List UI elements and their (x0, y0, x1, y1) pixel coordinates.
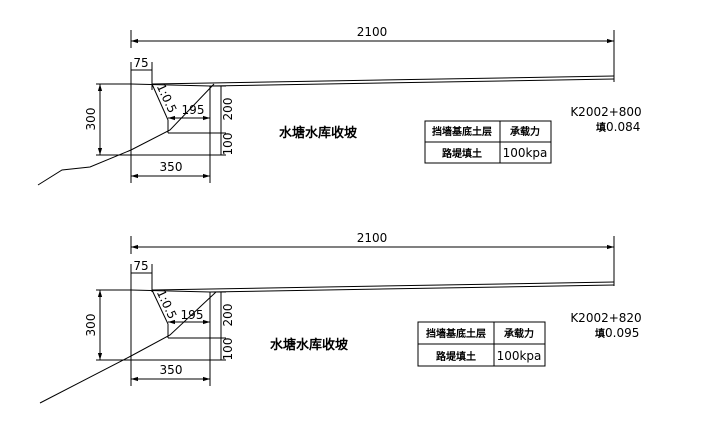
dim-top-label: 2100 (357, 231, 388, 245)
station-label: K2002+820 (570, 311, 641, 325)
ground-line (37, 83, 215, 186)
dimension-right: 200 100 (210, 291, 235, 361)
dimension-350: 350 (130, 360, 211, 386)
dimension-2100: 2100 (130, 25, 615, 82)
dimension-195: 195 (168, 103, 210, 121)
dim-300-label: 300 (84, 108, 98, 131)
dimension-300: 300 (84, 83, 131, 156)
dim-350-label: 350 (160, 363, 183, 377)
fill-height: 填0.095 (595, 326, 639, 340)
table-cell-capacity: 100kpa (497, 349, 542, 363)
road-surface (130, 75, 615, 87)
bearing-table: 挡墙基底土层 承载力 路堤填土 100kpa (424, 120, 552, 164)
slope-label: 1:0.5 (154, 81, 180, 115)
table-header-soil: 挡墙基底土层 (426, 327, 486, 340)
table-cell-soil: 路堤填土 (436, 350, 476, 363)
bearing-table: 挡墙基底土层 承载力 路堤填土 100kpa (417, 321, 546, 367)
section-label: 水塘水库收坡 (270, 337, 349, 353)
slope-label: 1:0.5 (154, 287, 180, 321)
road-surface (130, 281, 615, 293)
dim-200-label: 200 (221, 98, 235, 121)
table-header-soil: 挡墙基底土层 (432, 125, 492, 138)
fill-height: 填0.084 (596, 120, 640, 134)
section-1: 2100 75 300 (37, 25, 642, 186)
table-cell-capacity: 100kpa (503, 146, 548, 160)
dimension-300: 300 (84, 289, 131, 361)
table-cell-soil: 路堤填土 (442, 147, 482, 160)
dimension-2100: 2100 (130, 231, 615, 286)
retaining-wall (130, 289, 211, 361)
dim-100-label: 100 (221, 133, 235, 156)
dim-100-label: 100 (221, 338, 235, 361)
section-label: 水塘水库收坡 (279, 125, 358, 141)
table-header-capacity: 承载力 (504, 327, 534, 340)
dim-75-label: 75 (133, 259, 148, 273)
dimension-right: 200 100 (210, 85, 235, 156)
dim-195-label: 195 (182, 103, 205, 117)
dimension-75: 75 (130, 56, 153, 90)
dim-200-label: 200 (221, 304, 235, 327)
station-label: K2002+800 (570, 105, 641, 119)
dimension-75: 75 (130, 259, 153, 292)
ground-line (39, 291, 217, 404)
dim-75-label: 75 (133, 56, 148, 70)
dim-top-label: 2100 (357, 25, 388, 39)
table-header-capacity: 承载力 (510, 125, 540, 138)
dimension-350: 350 (130, 155, 211, 183)
dim-300-label: 300 (84, 314, 98, 337)
section-2: 2100 75 300 1:0.5 (39, 231, 642, 404)
dim-350-label: 350 (160, 160, 183, 174)
